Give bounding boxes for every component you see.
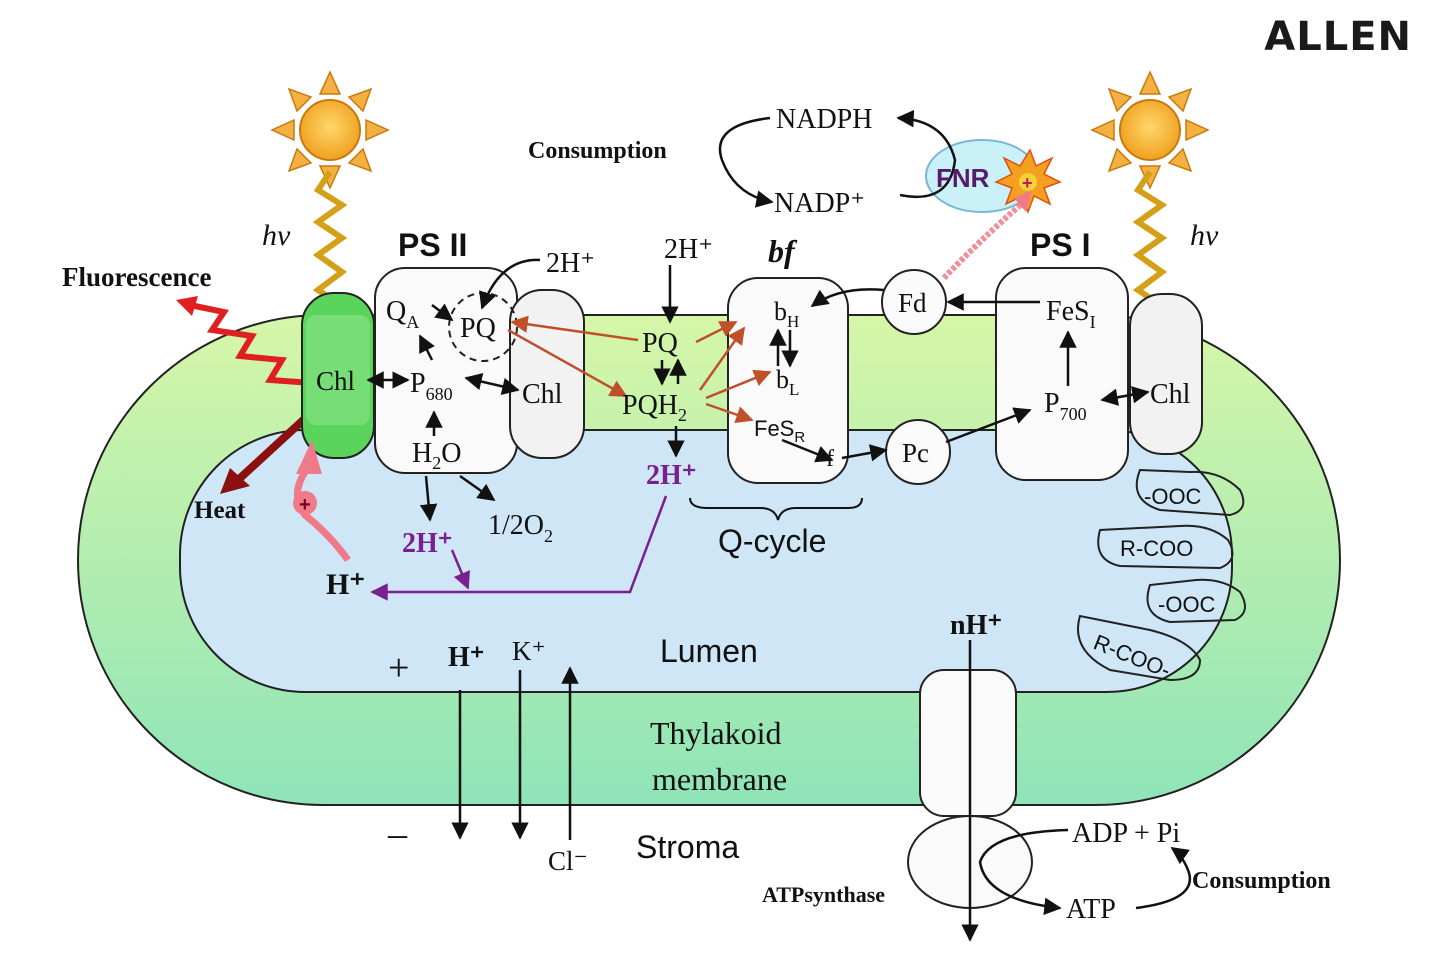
h-plus-channel-label: H⁺ bbox=[448, 642, 485, 673]
nh-plus-label: nH⁺ bbox=[950, 610, 1002, 641]
stroma-label: Stroma bbox=[636, 829, 739, 865]
h2o-label: H2O bbox=[412, 438, 461, 473]
fd-to-fnr-dashed bbox=[941, 197, 1028, 281]
allen-logo: ALLEN bbox=[1264, 14, 1412, 60]
ooc-1-label: -OOC bbox=[1144, 484, 1202, 509]
membrane-label: membrane bbox=[652, 761, 787, 797]
hv-right-label: hν bbox=[1190, 219, 1219, 252]
p700-label: P700 bbox=[1044, 388, 1087, 424]
bh-label: bH bbox=[774, 297, 799, 331]
psi-label: PS I bbox=[1030, 227, 1090, 263]
minus-sign: – bbox=[387, 813, 408, 855]
psii-chl-right-box bbox=[509, 289, 585, 459]
chl-psii-left-label: Chl bbox=[316, 366, 355, 396]
two-h-plus-lumen-mid: 2H⁺ bbox=[646, 460, 697, 491]
adp-pi-label: ADP + Pi bbox=[1072, 818, 1180, 849]
atp-label: ATP bbox=[1066, 894, 1116, 925]
nadp-label: NADP⁺ bbox=[774, 188, 865, 219]
pq-pool-label: PQ bbox=[642, 328, 678, 359]
fes-i-label: FeSI bbox=[1046, 296, 1096, 332]
half-o2-label: 1/2O2 bbox=[488, 510, 553, 546]
two-h-plus-top-mid: 2H⁺ bbox=[664, 234, 713, 265]
q-cycle-label: Q-cycle bbox=[718, 523, 826, 559]
carboxyl-groups bbox=[1077, 468, 1246, 682]
bf-label: bf bbox=[768, 233, 798, 269]
q-cycle-brace bbox=[689, 497, 863, 521]
k-plus-label: K⁺ bbox=[512, 636, 546, 666]
proton-pink-arrowhead bbox=[296, 440, 322, 474]
fesr-label: FeSR bbox=[754, 416, 805, 446]
proton-charge-text: + bbox=[299, 494, 311, 516]
fd-label: Fd bbox=[898, 288, 927, 318]
fluorescence-label: Fluorescence bbox=[62, 262, 211, 292]
sun-left-icon bbox=[270, 70, 390, 190]
ooc-2-label: -OOC bbox=[1158, 592, 1216, 617]
atp-synthase-label: ATPsynthase bbox=[762, 882, 885, 907]
pc-label: Pc bbox=[902, 438, 929, 468]
consumption-bottom-label: Consumption bbox=[1192, 868, 1331, 894]
f-label: f bbox=[826, 446, 834, 472]
thylakoid-label: Thylakoid bbox=[650, 715, 782, 751]
hv-left-label: hν bbox=[262, 219, 291, 252]
chl-psi-label: Chl bbox=[1150, 379, 1191, 410]
cl-minus-label: Cl⁻ bbox=[548, 846, 588, 876]
psi-chl-box bbox=[1129, 293, 1203, 455]
two-h-plus-lumen-left: 2H⁺ bbox=[402, 528, 453, 559]
psii-label: PS II bbox=[398, 227, 467, 263]
p680-label: P680 bbox=[410, 368, 453, 404]
two-h-plus-top-left: 2H⁺ bbox=[546, 248, 595, 279]
qa-label: QA bbox=[386, 296, 419, 332]
proton-charge-icon bbox=[293, 491, 317, 515]
nadph-label: NADPH bbox=[776, 104, 872, 135]
psii-chl-left-highlight bbox=[306, 315, 370, 425]
rcoo-1-label: R-COO bbox=[1120, 536, 1193, 561]
fnr-charge bbox=[1019, 173, 1037, 191]
chl-psii-right-label: Chl bbox=[522, 379, 563, 410]
plus-sign: + bbox=[388, 647, 409, 689]
pqh2-label: PQH2 bbox=[622, 390, 687, 425]
fluorescence-arrow bbox=[189, 302, 313, 386]
bf-complex-box bbox=[727, 277, 849, 484]
bl-label: bL bbox=[776, 365, 799, 399]
fd-to-fnr-arrowhead bbox=[1014, 190, 1032, 212]
fnr-label: FNR bbox=[936, 163, 990, 193]
atp-synthase-fo bbox=[919, 669, 1017, 817]
heat-label: Heat bbox=[194, 497, 246, 524]
heat-arrowhead bbox=[220, 468, 250, 494]
lumen-label: Lumen bbox=[660, 633, 758, 669]
heat-arrow bbox=[235, 409, 315, 483]
fd-circle bbox=[881, 269, 947, 335]
psi-box bbox=[995, 267, 1129, 481]
sun-right-icon bbox=[1090, 70, 1210, 190]
fnr-charge-text: + bbox=[1022, 173, 1033, 193]
consumption-top-label: Consumption bbox=[528, 138, 667, 164]
fluorescence-arrowhead bbox=[176, 296, 198, 316]
lumen-region bbox=[179, 429, 1233, 693]
pq-psii-label: PQ bbox=[460, 313, 496, 344]
h-plus-lumen-label: H⁺ bbox=[326, 568, 365, 601]
